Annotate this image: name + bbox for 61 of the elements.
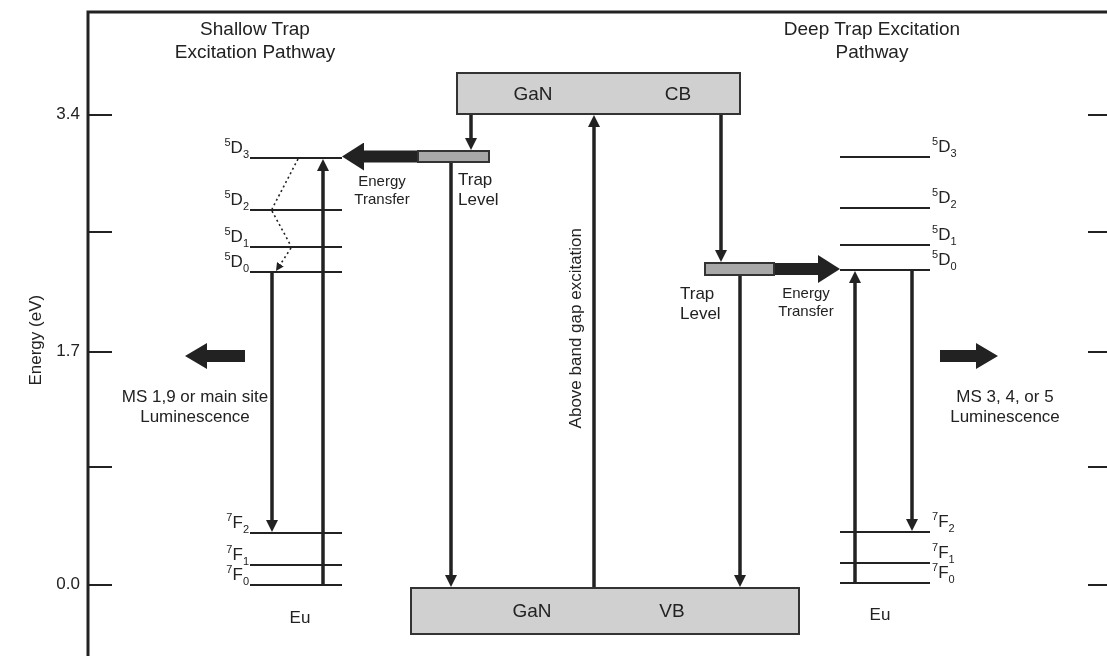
energy-band-box (456, 72, 741, 115)
energy-level-line (840, 269, 930, 271)
block-arrow (775, 255, 840, 283)
tick-label: 0.0 (55, 574, 80, 595)
annotation-text: MS 1,9 or main site Luminescence (120, 387, 270, 428)
arrow (266, 273, 278, 532)
level-label: $^{5}$D$_{1}$ (932, 224, 957, 247)
level-label: $^{5}$D$_{2}$ (224, 189, 249, 212)
arrow (906, 271, 918, 531)
trap-label: Trap Level (680, 284, 722, 325)
energy-level-line (840, 562, 930, 564)
tick-label: 3.4 (55, 104, 80, 125)
energy-band-box (410, 587, 800, 635)
tick-label: 1.7 (55, 341, 80, 362)
axis-label: Energy (eV) (25, 293, 46, 388)
level-label: $^{5}$D$_{0}$ (932, 249, 957, 272)
arrow (588, 115, 600, 587)
edge-label: Energy Transfer (777, 284, 835, 320)
energy-level-line (840, 156, 930, 158)
level-label: $^{5}$D$_{2}$ (932, 187, 957, 210)
level-label: $^{7}$F$_{2}$ (932, 511, 955, 534)
block-arrow (342, 142, 417, 171)
title-text: Shallow Trap Excitation Pathway (173, 18, 337, 64)
level-label: $^{5}$D$_{1}$ (224, 226, 249, 249)
energy-level-line (250, 532, 342, 534)
title-text: Deep Trap Excitation Pathway (782, 18, 962, 64)
band-label: GaN (512, 82, 554, 106)
energy-level-line (840, 582, 930, 584)
level-label: $^{7}$F$_{2}$ (226, 512, 249, 535)
energy-level-line (250, 564, 342, 566)
energy-level-line (840, 244, 930, 246)
arrow (734, 276, 746, 587)
level-label: $^{5}$D$_{3}$ (932, 136, 957, 159)
level-label: $^{5}$D$_{0}$ (224, 251, 249, 274)
energy-level-line (250, 271, 342, 273)
arrow (715, 115, 727, 262)
annotation-text: MS 3, 4, or 5 Luminescence (949, 387, 1061, 428)
energy-level-line (840, 531, 930, 533)
trap-label: Trap Level (458, 170, 500, 211)
level-label: $^{7}$F$_{0}$ (932, 562, 955, 585)
edge-label: Above band gap excitation (565, 227, 586, 431)
dotted-arrow (276, 247, 292, 271)
group-label: Eu (288, 608, 312, 629)
arrow (445, 163, 457, 587)
arrow (317, 159, 329, 584)
energy-level-line (250, 157, 342, 159)
arrow (849, 271, 861, 582)
band-label: CB (663, 82, 693, 106)
band-label: VB (658, 600, 686, 623)
level-label: $^{5}$D$_{3}$ (224, 137, 249, 160)
trap-level-bar (417, 150, 490, 163)
energy-level-line (250, 246, 342, 248)
band-label: GaN (511, 600, 553, 623)
edge-label: Energy Transfer (353, 172, 411, 208)
energy-level-line (250, 584, 342, 586)
level-label: $^{7}$F$_{0}$ (226, 564, 249, 587)
group-label: Eu (868, 605, 892, 626)
energy-level-line (840, 207, 930, 209)
trap-level-bar (704, 262, 775, 276)
energy-level-line (250, 209, 342, 211)
arrow (465, 115, 477, 150)
